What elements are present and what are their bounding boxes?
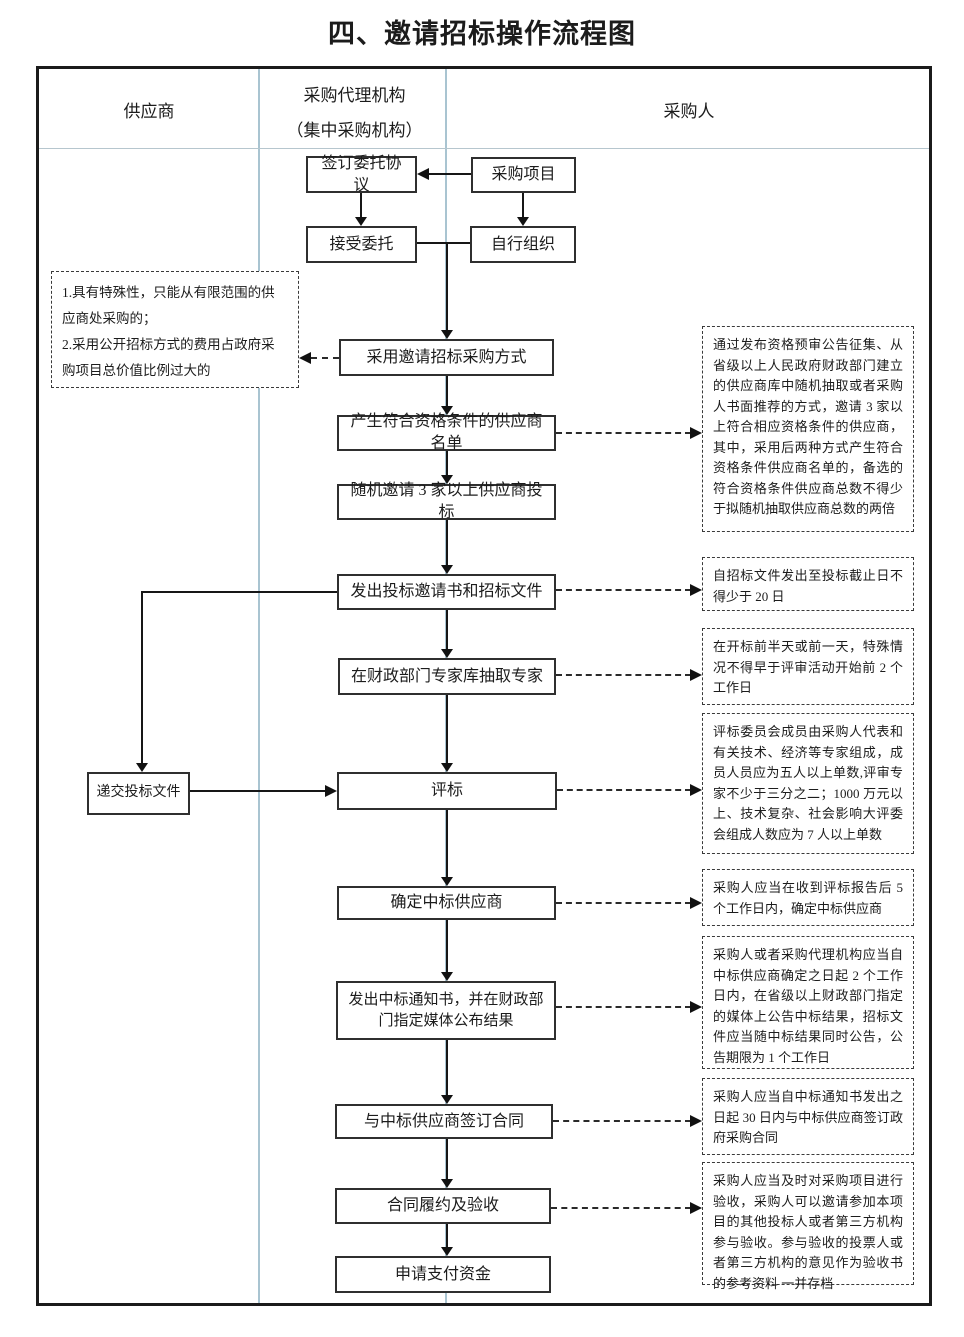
lane-label-supplier: 供应商 [123, 102, 175, 121]
arrowhead-into-sign-agreement [417, 168, 429, 180]
connector-project-to-sign [429, 173, 471, 175]
connector-performance-to-payment [446, 1224, 448, 1247]
connector-project-to-organize [522, 193, 524, 217]
dashed-arrow-to-note-6 [556, 1006, 691, 1008]
connector-generate-to-random [446, 451, 448, 475]
arrowhead-into-note-5 [690, 897, 702, 909]
flow-box-evaluate: 评标 [337, 772, 557, 810]
flow-box-submit-bid: 递交投标文件 [87, 772, 190, 815]
note-right-6: 采购人或者采购代理机构应当自中标供应商确定之日起 2 个工作日内，在省级以上财政… [702, 936, 914, 1069]
flow-box-issue-notice: 发出中标通知书，并在财政部门指定媒体公布结果 [336, 981, 556, 1040]
arrowhead-into-issue-notice [441, 972, 453, 981]
arrowhead-into-sign-contract [441, 1095, 453, 1104]
arrowhead-into-note-2 [690, 584, 702, 596]
flow-box-sign-contract: 与中标供应商签订合同 [335, 1104, 553, 1139]
flow-box-accept-entrustment: 接受委托 [306, 226, 417, 263]
arrowhead-into-note-1 [690, 427, 702, 439]
note-right-8: 采购人应当及时对采购项目进行验收，采购人可以邀请参加本项目的其他投标人或者第三方… [702, 1162, 914, 1291]
arrowhead-into-determine-winner [441, 877, 453, 886]
connector-notice-to-contract [446, 1040, 448, 1095]
dashed-arrow-to-note-4 [557, 789, 691, 791]
note-right-2: 自招标文件发出至投标截止日不得少于 20 日 [702, 557, 914, 611]
arrowhead-into-submit-bid [136, 763, 148, 772]
arrowhead-into-note-3 [690, 669, 702, 681]
arrowhead-into-draw-experts [441, 649, 453, 658]
arrowhead-into-adopt-method [441, 330, 453, 339]
dashed-arrow-adopt-to-left-note [311, 357, 339, 359]
note-right-1: 通过发布资格预审公告征集、从省级以上人民政府财政部门建立的供应商库中随机抽取或者… [702, 326, 914, 532]
lane-label-agency-line1: 采购代理机构 [303, 86, 406, 105]
page-title: 四、邀请招标操作流程图 [328, 19, 636, 49]
connector-submit-to-evaluate [190, 790, 325, 792]
arrowhead-into-note-8 [690, 1202, 702, 1214]
dashed-arrow-to-note-8 [551, 1207, 691, 1209]
connector-contract-to-performance [446, 1139, 448, 1179]
note-right-3: 在开标前半天或前一天，特殊情况不得早于评审活动开始前 2 个工作日 [702, 628, 914, 705]
arrowhead-into-apply-payment [441, 1247, 453, 1256]
note-right-7: 采购人应当自中标通知书发出之日起 30 日内与中标供应商签订政府采购合同 [702, 1078, 914, 1155]
flow-box-apply-payment: 申请支付资金 [335, 1256, 551, 1293]
lane-label-purchaser: 采购人 [663, 102, 715, 121]
note-left-conditions: 1.具有特殊性，只能从有限范围的供应商处采购的； 2.采用公开招标方式的费用占政… [51, 271, 299, 388]
connector-experts-to-evaluate [446, 695, 448, 763]
connector-adopt-to-generate [446, 376, 448, 406]
flow-box-adopt-method: 采用邀请招标采购方式 [339, 339, 554, 376]
flowchart-frame: 供应商 采购代理机构 （集中采购机构） 采购人 签订委托协议 采购项目 接受委托… [36, 66, 932, 1306]
dashed-arrow-to-note-3 [556, 674, 691, 676]
connector-issue-to-supplier-v [141, 591, 143, 763]
dashed-arrow-to-note-2 [556, 589, 691, 591]
arrowhead-into-organize [517, 217, 529, 226]
arrowhead-into-accept [355, 217, 367, 226]
arrowhead-into-evaluate [441, 763, 453, 772]
lane-header-separator [39, 148, 929, 149]
arrowhead-into-note-4 [690, 784, 702, 796]
flow-box-self-organize: 自行组织 [470, 226, 576, 263]
arrowhead-into-evaluate-from-submit [325, 785, 337, 797]
arrowhead-into-random-invite [441, 475, 453, 484]
connector-sign-to-accept [360, 193, 362, 217]
dashed-arrow-to-note-1 [556, 432, 691, 434]
lane-label-agency-line2: （集中采购机构） [286, 121, 423, 140]
flow-box-determine-winner: 确定中标供应商 [337, 886, 556, 920]
flow-box-sign-agreement: 签订委托协议 [306, 155, 417, 194]
arrowhead-into-performance [441, 1179, 453, 1188]
connector-evaluate-to-determine [446, 810, 448, 877]
dashed-arrow-to-note-7 [553, 1120, 691, 1122]
connector-issue-to-supplier-h [142, 591, 337, 593]
lane-divider-1 [258, 69, 260, 1303]
arrowhead-into-note-6 [690, 1001, 702, 1013]
flow-box-performance-acceptance: 合同履约及验收 [335, 1188, 551, 1224]
flow-box-procurement-project: 采购项目 [471, 157, 576, 193]
dashed-arrow-to-note-5 [556, 902, 691, 904]
flow-box-random-invite: 随机邀请 3 家以上供应商投标 [337, 482, 556, 521]
note-left-item-2: 2.采用公开招标方式的费用占政府采购项目总价值比例过大的 [62, 337, 275, 378]
connector-random-to-issue [446, 520, 448, 565]
flow-box-issue-invitation: 发出投标邀请书和招标文件 [337, 574, 556, 610]
arrowhead-into-left-note [299, 352, 311, 364]
connector-determine-to-notice [446, 920, 448, 972]
note-left-item-1: 1.具有特殊性，只能从有限范围的供应商处采购的； [62, 285, 275, 326]
note-right-5: 采购人应当在收到评标报告后 5 个工作日内，确定中标供应商 [702, 869, 914, 926]
flow-box-generate-list: 产生符合资格条件的供应商名单 [337, 413, 556, 452]
connector-issue-to-experts [446, 610, 448, 649]
arrowhead-into-generate-list [441, 406, 453, 415]
connector-to-adopt-method [446, 243, 448, 330]
arrowhead-into-issue-invitation [441, 565, 453, 574]
note-right-4: 评标委员会成员由采购人代表和有关技术、经济等专家组成，成员人员应为五人以上单数,… [702, 713, 914, 854]
arrowhead-into-note-7 [690, 1115, 702, 1127]
flow-box-draw-experts: 在财政部门专家库抽取专家 [338, 658, 556, 695]
connector-accept-organize [417, 242, 470, 244]
